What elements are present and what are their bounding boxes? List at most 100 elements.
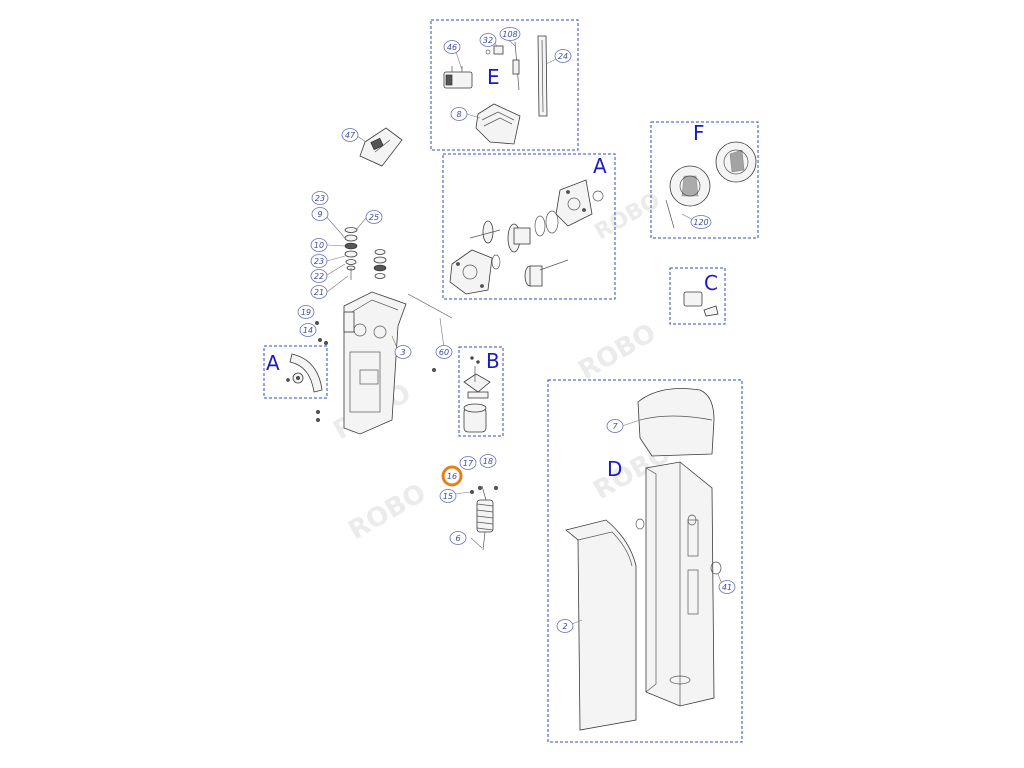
callout-8[interactable]: 8 — [450, 107, 468, 121]
group-a-left-label: A — [266, 351, 280, 375]
gearbox-housing-rear — [555, 179, 593, 227]
svg-text:21: 21 — [314, 288, 324, 297]
svg-text:ROBO: ROBO — [591, 188, 665, 245]
svg-text:18: 18 — [483, 457, 493, 466]
top-cover-part — [637, 388, 715, 457]
connector-part — [485, 45, 504, 55]
callout-19[interactable]: 19 — [297, 305, 315, 319]
svg-text:7: 7 — [612, 422, 618, 431]
svg-text:ROBO: ROBO — [574, 318, 662, 386]
callout-23-top[interactable]: 23 — [311, 191, 329, 205]
group-a-gearbox: A — [442, 153, 616, 300]
small-bolts — [315, 321, 436, 422]
svg-text:19: 19 — [301, 308, 311, 317]
svg-text:23: 23 — [315, 194, 325, 203]
cabinet-body-part — [635, 461, 715, 707]
base-frame-part — [343, 291, 407, 435]
callout-15[interactable]: 15 — [439, 489, 457, 503]
callout-2[interactable]: 2 — [556, 619, 574, 633]
svg-text:23: 23 — [314, 257, 324, 266]
callout-10[interactable]: 10 — [310, 238, 328, 252]
group-c: C — [669, 267, 726, 325]
group-e: E — [430, 19, 579, 151]
drive-shaft — [469, 210, 559, 253]
group-f-label: F — [693, 121, 705, 145]
group-c-box — [669, 267, 726, 325]
svg-text:24: 24 — [558, 52, 568, 61]
release-disc-part — [715, 141, 757, 183]
svg-text:120: 120 — [693, 218, 708, 227]
group-b-label: B — [486, 349, 500, 373]
callout-60[interactable]: 60 — [435, 345, 453, 359]
washer-stack — [344, 227, 387, 280]
callout-46[interactable]: 46 — [443, 40, 461, 54]
motor-part — [463, 356, 491, 433]
spring-assembly — [470, 485, 498, 551]
svg-text:8: 8 — [456, 110, 461, 119]
group-a-left-box — [263, 345, 328, 399]
callout-32[interactable]: 32 — [479, 33, 497, 47]
svg-text:16: 16 — [447, 472, 457, 481]
svg-text:10: 10 — [314, 241, 324, 250]
group-d-housing: D — [547, 379, 743, 743]
cable-part — [512, 41, 520, 91]
limit-cam-part — [703, 305, 719, 317]
svg-text:60: 60 — [439, 348, 449, 357]
callout-47[interactable]: 47 — [341, 128, 359, 142]
battery-part — [443, 66, 473, 89]
svg-text:25: 25 — [369, 213, 379, 222]
callout-23-mid[interactable]: 23 — [310, 254, 328, 268]
group-b-box — [458, 346, 504, 437]
long-rod-part — [407, 293, 453, 319]
callout-17[interactable]: 17 — [459, 456, 477, 470]
callout-6[interactable]: 6 — [449, 531, 467, 545]
callout-7[interactable]: 7 — [606, 419, 624, 433]
group-a-label: A — [593, 154, 607, 178]
svg-text:ROBO: ROBO — [344, 478, 432, 546]
svg-text:9: 9 — [317, 210, 322, 219]
control-board-part — [359, 127, 403, 167]
svg-text:32: 32 — [483, 36, 493, 45]
callout-9[interactable]: 9 — [311, 207, 329, 221]
release-hub-part — [669, 165, 711, 207]
callout-22[interactable]: 22 — [310, 269, 328, 283]
callout-120[interactable]: 120 — [690, 215, 712, 229]
group-d-box — [547, 379, 743, 743]
front-panel-part — [565, 519, 637, 731]
limit-switch-part — [683, 291, 703, 307]
callout-21[interactable]: 21 — [310, 285, 328, 299]
svg-text:41: 41 — [722, 583, 732, 592]
svg-text:15: 15 — [443, 492, 453, 501]
seal-ring — [592, 190, 604, 202]
long-bracket-part — [537, 35, 548, 117]
bearing — [491, 254, 501, 270]
group-e-box — [430, 19, 579, 151]
svg-text:14: 14 — [303, 326, 313, 335]
group-c-label: C — [704, 271, 718, 295]
callout-24[interactable]: 24 — [554, 49, 572, 63]
callouts: 46 32 108 24 8 47 23 9 25 10 23 22 21 19… — [297, 27, 736, 633]
group-f-box — [650, 121, 759, 239]
grommet-part — [710, 561, 722, 575]
lever-arm-part — [289, 353, 323, 393]
callout-3[interactable]: 3 — [394, 345, 412, 359]
svg-text:46: 46 — [447, 43, 457, 52]
svg-text:6: 6 — [455, 534, 460, 543]
callout-16-highlighted[interactable]: 16 — [441, 465, 463, 487]
svg-text:3: 3 — [400, 348, 405, 357]
callout-14[interactable]: 14 — [299, 323, 317, 337]
callout-18[interactable]: 18 — [479, 454, 497, 468]
callout-25[interactable]: 25 — [365, 210, 383, 224]
group-e-label: E — [487, 65, 500, 89]
svg-text:17: 17 — [463, 459, 474, 468]
group-a-box — [442, 153, 616, 300]
release-pin — [665, 199, 675, 229]
battery-cover-part — [475, 103, 521, 145]
callout-108[interactable]: 108 — [499, 27, 521, 41]
svg-text:47: 47 — [345, 131, 356, 140]
group-b-motor: B — [458, 346, 504, 437]
svg-text:22: 22 — [314, 272, 324, 281]
svg-text:2: 2 — [562, 622, 567, 631]
callout-41[interactable]: 41 — [718, 580, 736, 594]
